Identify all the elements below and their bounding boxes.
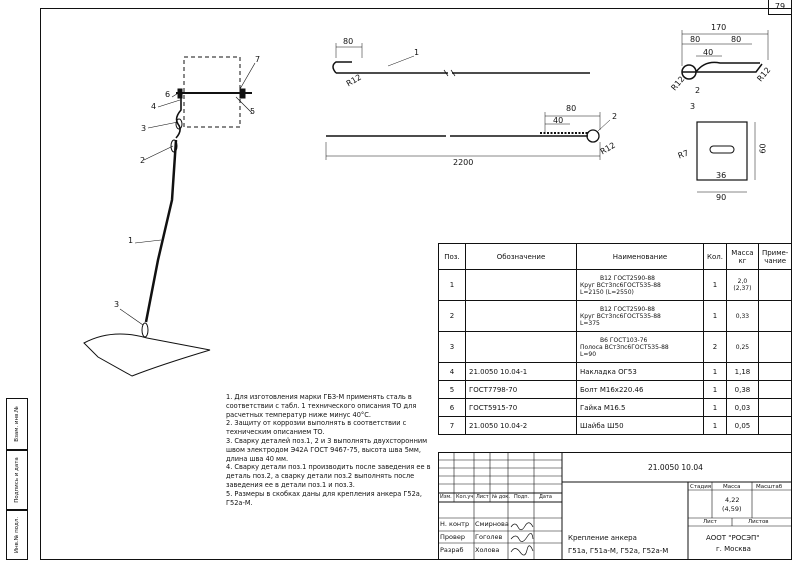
side-stamp-inv: Инв.№ подл. — [6, 510, 28, 560]
scale-head: Масштаб — [756, 484, 783, 490]
table-row: 5 ГОСТ7798-70 Болт М16х220.46 1 0,38 — [438, 380, 793, 399]
dim-part2-len: 80 — [566, 104, 577, 113]
eye-loop-top — [175, 118, 183, 130]
dim-part2-short: 40 — [553, 116, 564, 125]
drawing-code: 21.0050 10.04 — [648, 463, 703, 472]
assembly-label-3: 3 — [141, 124, 147, 133]
stage-head: Стадия — [690, 484, 712, 490]
assembly-label-3b: 3 — [114, 300, 120, 309]
table-row: 7 21.0050 10.04-2 Шайба Ш50 1 0,05 — [438, 416, 793, 435]
leader-lines — [119, 62, 256, 326]
organization-city: г. Москва — [716, 545, 751, 553]
table-row: 6 ГОСТ5915-70 Гайка М16.5 1 0,03 — [438, 398, 793, 417]
note-3: 3. Сварку деталей поз.1, 2 и 3 выполнять… — [226, 436, 428, 463]
side-stamp-replace: Взам. инв.№ — [6, 398, 28, 450]
name-developed: Холова — [475, 546, 500, 554]
plate-3-view — [696, 121, 756, 193]
technical-notes: 1. Для изготовления марки ГБЗ-М применят… — [226, 393, 434, 507]
role-developed: Разраб — [440, 546, 464, 554]
title-block: 21.0050 10.04 Изм. Кол.уч Лист № док. По… — [438, 452, 792, 560]
name-checked: Гоголев — [475, 533, 503, 541]
detail-label: 2 — [695, 86, 701, 95]
dim-detail-b: 80 — [731, 35, 742, 44]
dim-detail-a: 80 — [690, 35, 701, 44]
dim-detail-c: 40 — [703, 48, 714, 57]
table-row: 2 В12 ГОСТ2590-88 Круг ВСт3пс6ГОСТ535-88… — [438, 300, 793, 332]
part1-label: 1 — [414, 48, 420, 57]
col-head-kol: Кол.уч — [456, 494, 474, 500]
assembly-label-7: 7 — [255, 55, 261, 64]
sheets-head: Листов — [748, 519, 769, 525]
part2-label: 2 — [612, 112, 618, 121]
title-block-grid — [438, 452, 792, 560]
role-norm-control: Н. контр — [440, 520, 470, 528]
side-stamp-sign: Подпись и дата — [6, 450, 28, 510]
sheet-number: 79 — [768, 0, 792, 15]
mass-value-alt: (4,59) — [722, 505, 742, 513]
part-1-view — [332, 43, 590, 77]
bolt-head — [239, 88, 246, 99]
spec-head-name: Наименование — [576, 243, 704, 270]
organization-name: АООТ "РОСЭП" — [706, 534, 760, 542]
note-5: 5. Размеры в скобках даны для крепления … — [226, 489, 422, 507]
assembly-label-4: 4 — [151, 102, 157, 111]
table-row: 3 В6 ГОСТ103-76 Полоса ВСт3пс6ГОСТ535-88… — [438, 331, 793, 363]
note-2: 2. Защиту от коррозии выполнять в соотве… — [226, 419, 407, 437]
assembly-label-6: 6 — [165, 90, 171, 99]
role-checked: Провер — [440, 533, 465, 541]
table-row: 4 21.0050 10.04-1 Накладка ОГ53 1 1,18 — [438, 362, 793, 381]
assembly-label-2: 2 — [140, 156, 146, 165]
dim-part2-total: 2200 — [453, 158, 474, 167]
spec-head-mass: Масса кг — [725, 243, 759, 270]
col-head-list: Лист — [476, 494, 489, 500]
drawing-title-line2: Г51а, Г51а-М, Г52а, Г52а-М — [568, 547, 669, 555]
specification-table: Поз. Обозначение Наименование Кол. Масса… — [438, 243, 793, 435]
part-2-view — [325, 112, 611, 160]
drawing-title-line1: Крепление анкера — [568, 534, 637, 542]
clamp-detail — [175, 98, 182, 139]
signatures — [510, 522, 534, 556]
table-row: 1 В12 ГОСТ2590-88 Круг ВСт3пс6ГОСТ535-88… — [438, 269, 793, 301]
anchor-rod — [144, 139, 178, 323]
plate-label: 3 — [690, 102, 696, 111]
spec-head-pos: Поз. — [438, 243, 466, 270]
assembly-view — [83, 56, 256, 377]
nut — [177, 88, 183, 99]
dim-part1-hook: 80 — [343, 37, 354, 46]
col-head-date: Дата — [539, 494, 552, 500]
sheet-head: Лист — [703, 519, 717, 525]
dim-plate-slot: 36 — [716, 171, 727, 180]
mass-head: Масса — [723, 484, 741, 490]
col-head-sign: Подп. — [514, 494, 530, 500]
spec-head-qty: Кол. — [703, 243, 727, 270]
note-4: 4. Сварку детали поз.1 производить после… — [226, 463, 431, 489]
col-head-doc: № док. — [492, 494, 510, 500]
dim-plate-height: 60 — [758, 143, 768, 154]
dim-plate-width: 90 — [716, 193, 727, 202]
assembly-label-1: 1 — [128, 236, 134, 245]
spec-head-designation: Обозначение — [465, 243, 577, 270]
dim-detail-total: 170 — [711, 23, 727, 32]
mass-value: 4,22 — [725, 496, 740, 504]
detail-assembly-view — [681, 30, 769, 80]
anchor-plate — [83, 333, 211, 377]
col-head-izm: Изм. — [440, 494, 452, 500]
note-1: 1. Для изготовления марки ГБЗ-М применят… — [226, 393, 417, 419]
assembly-label-5: 5 — [250, 107, 256, 116]
spec-head-note: Приме-чание — [757, 243, 793, 270]
name-norm-control: Смирнова — [475, 520, 509, 528]
